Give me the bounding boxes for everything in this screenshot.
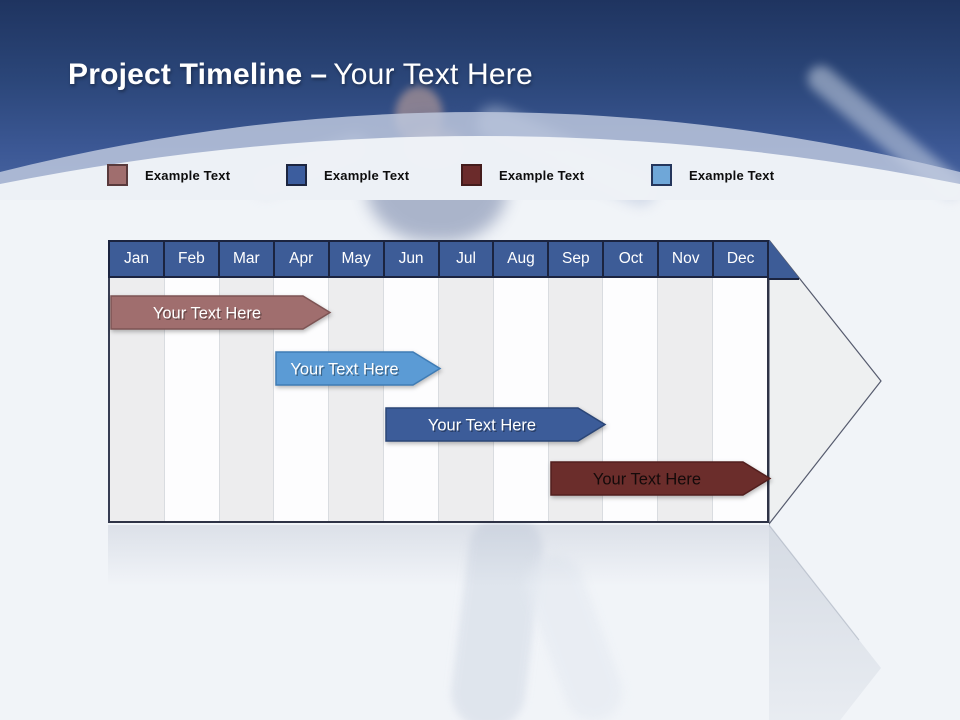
legend-label: Example Text xyxy=(689,167,775,183)
timeline-reflection xyxy=(108,525,769,597)
title-light-text: Your Text Here xyxy=(333,58,533,91)
legend-item-4[interactable]: Example Text xyxy=(651,164,774,186)
month-cell-jan[interactable]: Jan xyxy=(110,242,165,276)
month-cell-jul[interactable]: Jul xyxy=(439,242,495,276)
month-cell-aug[interactable]: Aug xyxy=(494,242,550,276)
legend-swatch-darkblue xyxy=(286,164,307,186)
legend-label: Example Text xyxy=(499,167,585,183)
bar-shape[interactable] xyxy=(275,351,442,386)
month-column-jun xyxy=(384,278,439,521)
bar-label: Your Text Here xyxy=(153,305,261,323)
title-bold-text: Project Timeline xyxy=(68,58,303,91)
timeline-bar-4[interactable]: Your Text Here xyxy=(550,461,772,496)
title-separator: – xyxy=(310,58,328,91)
bar-label: Your Text Here xyxy=(290,361,398,379)
legend-item-1[interactable]: Example Text xyxy=(107,164,230,186)
legend-swatch-maroon xyxy=(461,164,482,186)
timeline-tip-reflection xyxy=(769,525,881,720)
legend: Example Text Example Text Example Text E… xyxy=(0,164,960,194)
month-column-may xyxy=(329,278,385,521)
month-cell-jun[interactable]: Jun xyxy=(384,242,440,276)
bar-label-shadow: Your Text Here xyxy=(154,306,262,324)
legend-swatch-rose xyxy=(107,164,128,186)
bar-label: Your Text Here xyxy=(593,471,701,489)
month-cell-sep[interactable]: Sep xyxy=(549,242,605,276)
bar-label: Your Text Here xyxy=(428,417,536,435)
month-cell-apr[interactable]: Apr xyxy=(274,242,330,276)
bar-shape[interactable] xyxy=(385,407,607,442)
month-cell-mar[interactable]: Mar xyxy=(219,242,275,276)
bar-label-shadow: Your Text Here xyxy=(292,362,400,380)
legend-label: Example Text xyxy=(145,167,231,183)
bar-shape[interactable] xyxy=(110,295,332,330)
legend-item-2[interactable]: Example Text xyxy=(286,164,409,186)
legend-label: Example Text xyxy=(324,167,410,183)
legend-swatch-lightblue xyxy=(651,164,672,186)
timeline-arrow-tip xyxy=(769,240,882,525)
month-cell-may[interactable]: May xyxy=(329,242,385,276)
month-cell-oct[interactable]: Oct xyxy=(604,242,660,276)
slide-title[interactable]: Project Timeline–Your Text Here xyxy=(68,58,533,92)
month-column-aug xyxy=(493,278,549,521)
month-column-jul xyxy=(438,278,494,521)
month-cell-dec[interactable]: Dec xyxy=(714,242,770,276)
month-cell-nov[interactable]: Nov xyxy=(659,242,715,276)
month-cell-feb[interactable]: Feb xyxy=(164,242,220,276)
bar-label-shadow: Your Text Here xyxy=(429,418,537,436)
bar-shape[interactable] xyxy=(550,461,772,496)
legend-item-3[interactable]: Example Text xyxy=(461,164,584,186)
